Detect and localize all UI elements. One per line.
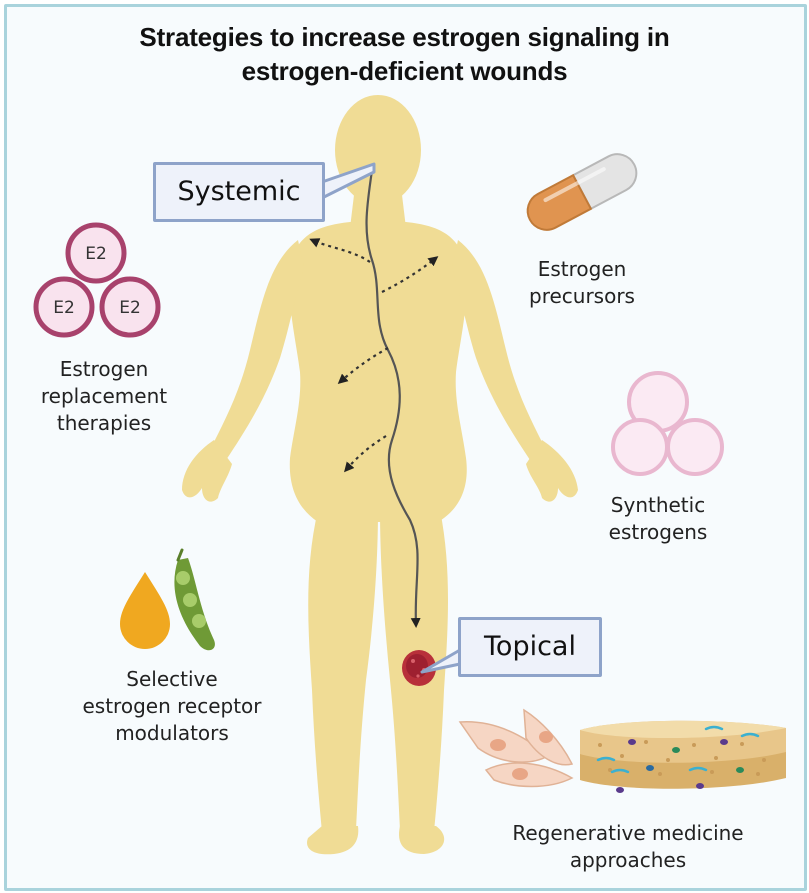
title-line-2: estrogen-deficient wounds <box>241 56 568 86</box>
arrow-middle-left <box>337 347 389 384</box>
label-line: Selective <box>126 667 218 691</box>
fibroblast-cell-icons <box>458 708 574 788</box>
regenerative-medicine-label: Regenerative medicine approaches <box>478 820 778 874</box>
soybean-pod-icon <box>174 548 215 651</box>
label-line: estrogen receptor <box>82 694 262 718</box>
label-line: Regenerative medicine <box>512 821 744 845</box>
estrogen-replacement-label: Estrogen replacement therapies <box>24 356 184 437</box>
oil-droplet-icon <box>120 572 170 649</box>
arrow-upper-right <box>381 256 439 293</box>
label-line: Estrogen <box>59 357 149 381</box>
systemic-callout: Systemic <box>153 162 325 222</box>
label-line: estrogens <box>608 520 708 544</box>
circulation-path <box>365 169 421 628</box>
synthetic-estrogen-icons <box>611 371 724 476</box>
e2-molecule-icons: E2 E2 E2 <box>33 222 161 338</box>
e2-label: E2 <box>85 244 107 264</box>
distribution-arrows <box>309 238 439 473</box>
topical-callout: Topical <box>458 617 602 677</box>
label-line: Estrogen <box>537 257 627 281</box>
capsule-pill-icon <box>526 153 638 231</box>
label-line: modulators <box>115 721 229 745</box>
label-line: therapies <box>56 411 152 435</box>
synthetic-estrogens-label: Synthetic estrogens <box>578 492 738 546</box>
label-line: precursors <box>529 284 635 308</box>
serm-label: Selective estrogen receptor modulators <box>62 666 282 747</box>
arrow-upper-left <box>309 238 371 263</box>
biomaterial-scaffold-icon <box>580 720 786 793</box>
e2-label: E2 <box>119 298 141 318</box>
estrogen-precursors-label: Estrogen precursors <box>502 256 662 310</box>
human-body-silhouette <box>182 95 578 855</box>
e2-label: E2 <box>53 298 75 318</box>
label-line: Synthetic <box>610 493 706 517</box>
label-line: approaches <box>569 848 687 872</box>
label-line: replacement <box>40 384 168 408</box>
title-line-1: Strategies to increase estrogen signalin… <box>139 22 670 52</box>
